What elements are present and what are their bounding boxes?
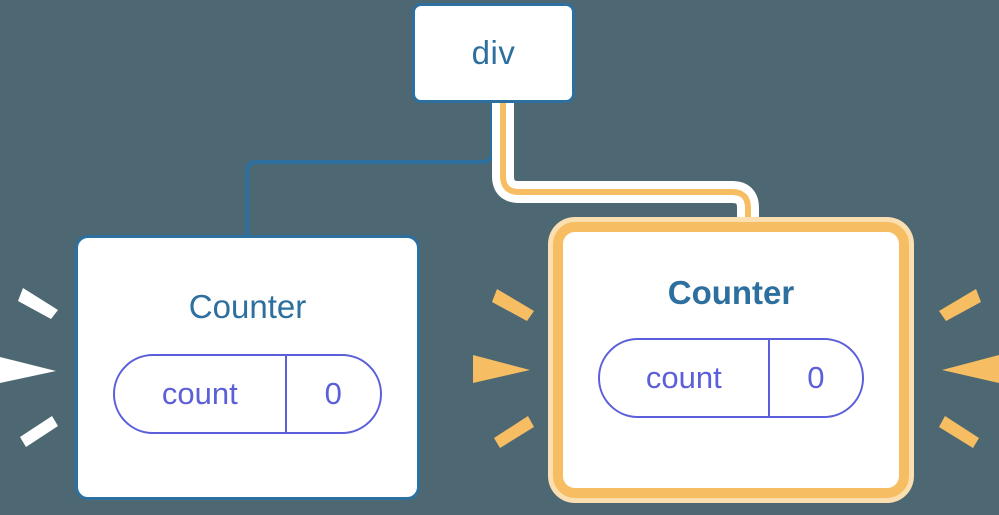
state-pill-counter-right: count 0 xyxy=(598,338,864,418)
edge-div-to-counter-right-halo xyxy=(492,103,759,234)
node-counter-right-label: Counter xyxy=(667,274,795,311)
node-counter-left-label: Counter xyxy=(188,288,307,325)
state-key: count xyxy=(600,340,770,416)
node-counter-right[interactable]: Counter count 0 xyxy=(553,222,909,498)
node-div[interactable]: div xyxy=(412,3,575,103)
state-key: count xyxy=(115,356,287,432)
edge-div-to-counter-right xyxy=(500,103,751,234)
node-div-label: div xyxy=(471,34,516,71)
edge-div-to-counter-left xyxy=(245,101,494,239)
state-pill-counter-left: count 0 xyxy=(113,354,382,434)
node-counter-left[interactable]: Counter count 0 xyxy=(75,235,420,500)
state-value: 0 xyxy=(807,360,825,395)
state-value: 0 xyxy=(324,376,342,411)
